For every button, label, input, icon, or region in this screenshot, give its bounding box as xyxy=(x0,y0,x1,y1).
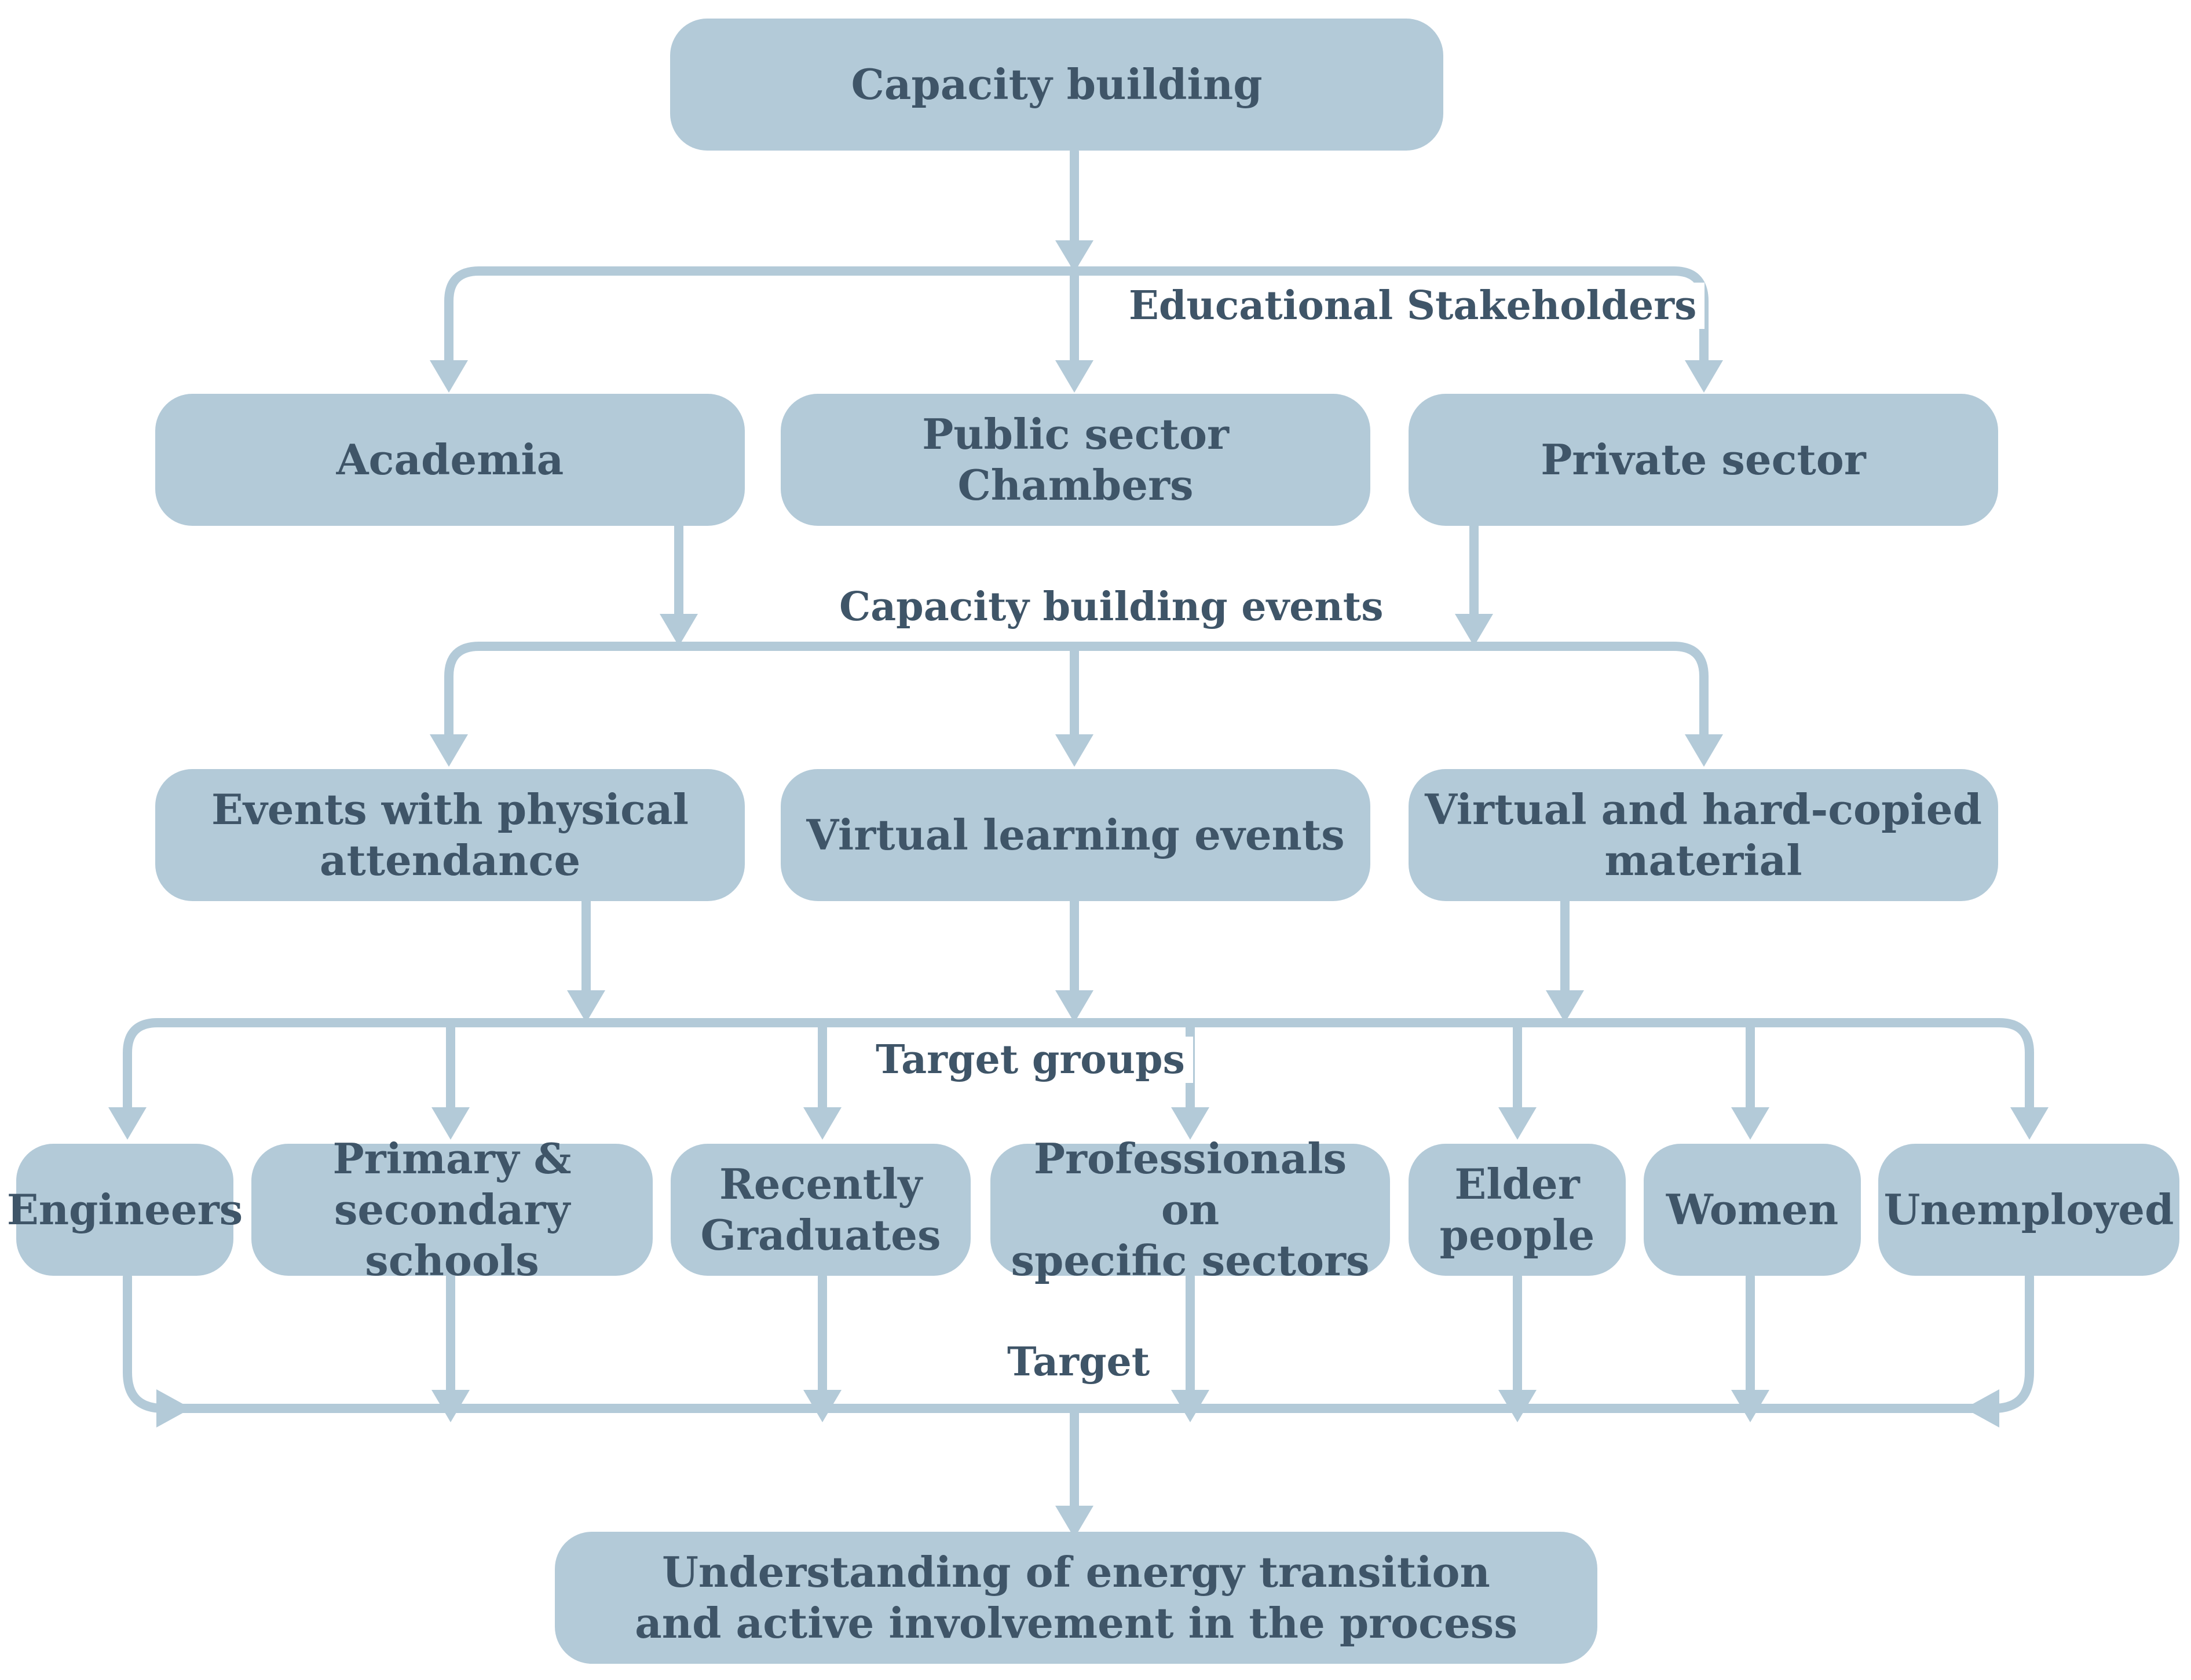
women-text: Women xyxy=(1666,1185,1839,1234)
arrowhead-icon xyxy=(1055,240,1093,272)
virtual-hardcopy-box: Virtual and hard-copied material xyxy=(1409,769,1998,901)
arrowhead-icon xyxy=(430,360,468,393)
arrowhead-icon xyxy=(2010,1107,2049,1140)
arrowhead-icon xyxy=(431,1390,470,1422)
virtual-learning-box: Virtual learning events xyxy=(781,769,1370,901)
capacity-building-box: Capacity building xyxy=(670,19,1443,151)
arrowhead-icon xyxy=(1965,1389,1999,1428)
professionals-text: Professionals on specific sectors xyxy=(1011,1134,1370,1285)
arrowhead-icon xyxy=(1546,990,1584,1023)
private-sector-box: Private sector xyxy=(1409,394,1998,526)
professionals-box: Professionals on specific sectors xyxy=(990,1134,1390,1285)
women-box: Women xyxy=(1644,1144,1861,1276)
educational-stakeholders-label: Educational Stakeholders xyxy=(1121,283,1705,329)
engineers-box: Engineers xyxy=(7,1144,243,1276)
arrowhead-icon xyxy=(1731,1390,1769,1422)
events-physical-box: Events with physical attendance xyxy=(155,769,745,901)
academia-text: Academia xyxy=(336,435,564,484)
arrowhead-icon xyxy=(1455,614,1493,646)
arrowhead-icon xyxy=(1055,734,1093,767)
arrowhead-icon xyxy=(1171,1390,1209,1422)
arrowhead-icon xyxy=(1685,360,1723,393)
outcome-text: Understanding of energy transition and a… xyxy=(635,1547,1517,1648)
arrowhead-icon xyxy=(567,990,605,1023)
arrowhead-icon xyxy=(108,1107,147,1140)
capacity-building-text: Capacity building xyxy=(851,60,1263,109)
arrowhead-icon xyxy=(803,1390,842,1422)
arrowhead-icon xyxy=(1498,1390,1537,1422)
target-groups-label: Target groups xyxy=(868,1037,1193,1083)
arrowhead-icon xyxy=(803,1107,842,1140)
engineers-text: Engineers xyxy=(6,1185,243,1234)
virtual-learning-text: Virtual learning events xyxy=(806,810,1345,859)
arrowhead-icon xyxy=(431,1107,470,1140)
unemployed-text: Unemployed xyxy=(1883,1185,2174,1234)
graduates-box: Recently Graduates xyxy=(671,1144,971,1276)
arrowhead-icon xyxy=(156,1389,191,1428)
arrowhead-icon xyxy=(1055,1506,1093,1538)
line-unemployed-to-bus xyxy=(1976,1272,2034,1413)
capacity-building-events-label: Capacity building events xyxy=(831,584,1392,630)
elder-box: Elder people xyxy=(1409,1144,1626,1276)
arrowhead-icon xyxy=(1498,1107,1537,1140)
arrowhead-icon xyxy=(1171,1107,1209,1140)
events-physical-text: Events with physical attendance xyxy=(211,785,689,885)
unemployed-box: Unemployed xyxy=(1878,1144,2179,1276)
schools-text: Primary & secondary schools xyxy=(332,1134,572,1285)
virtual-hardcopy-text: Virtual and hard-copied material xyxy=(1425,785,1982,885)
arrowhead-icon xyxy=(660,614,698,646)
academia-box: Academia xyxy=(155,394,745,526)
arrowhead-icon xyxy=(1731,1107,1769,1140)
public-sector-box: Public sector Chambers xyxy=(781,394,1370,526)
arrowhead-icon xyxy=(1055,990,1093,1023)
schools-box: Primary & secondary schools xyxy=(251,1134,653,1285)
outcome-box: Understanding of energy transition and a… xyxy=(555,1532,1597,1664)
private-sector-text: Private sector xyxy=(1541,435,1866,484)
bus-target-groups xyxy=(123,1018,2034,1128)
arrowheads xyxy=(108,240,2049,1538)
graduates-text: Recently Graduates xyxy=(700,1159,941,1260)
arrowhead-icon xyxy=(430,734,468,767)
elder-text: Elder people xyxy=(1439,1159,1595,1260)
line-engineers-to-bus xyxy=(123,1272,178,1413)
public-sector-text: Public sector Chambers xyxy=(922,409,1229,510)
arrowhead-icon xyxy=(1685,734,1723,767)
target-label: Target xyxy=(999,1339,1158,1385)
arrowhead-icon xyxy=(1055,360,1093,393)
